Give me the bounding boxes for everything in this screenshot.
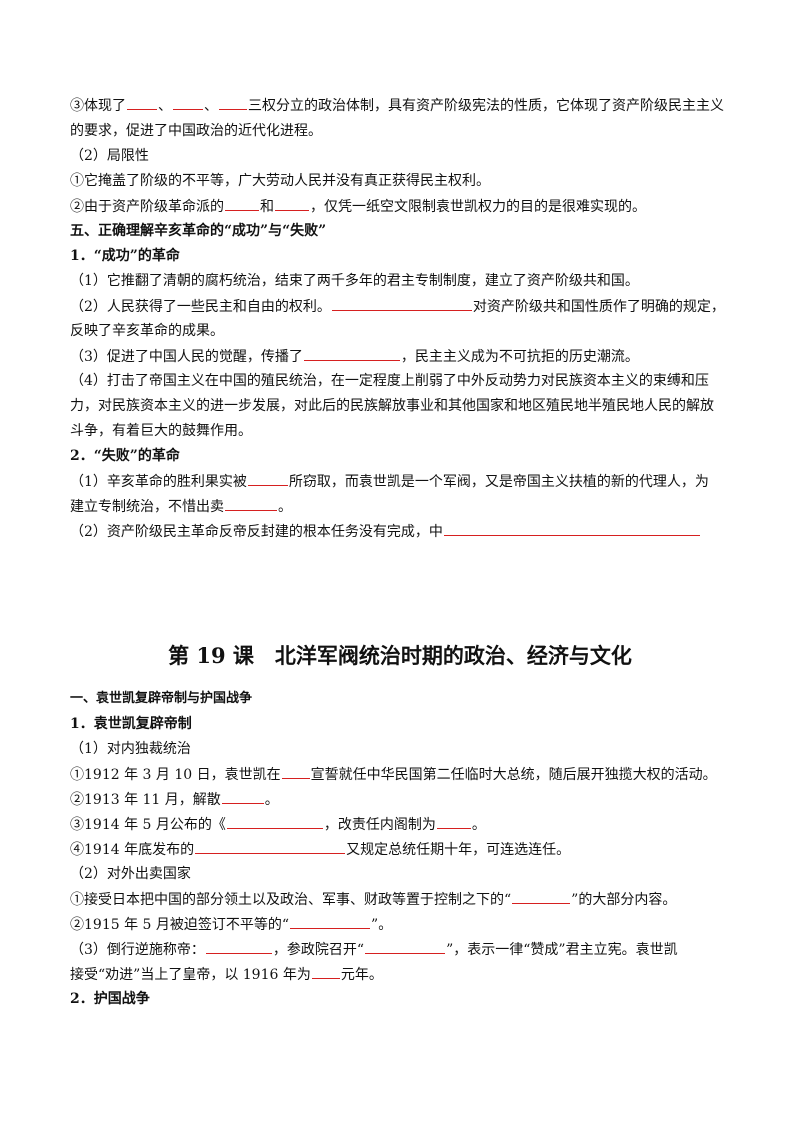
text: ①1912 年 3 月 10 日，袁世凯在 (70, 767, 281, 783)
text: 。 (264, 792, 279, 808)
fill-blank[interactable] (247, 471, 288, 486)
text-line: （2）对外出卖国家 (70, 866, 191, 882)
text-line: 的要求，促进了中国政治的近代化进程。 (70, 123, 322, 139)
text: 宣誓就任中华民国第二任临时大总统，随后展开独揽大权的活动。 (310, 767, 717, 783)
fill-blank[interactable] (281, 764, 310, 779)
fill-blank[interactable] (219, 95, 247, 110)
text: 所窃取，而袁世凯是一个军阀，又是帝国主义扶植的新的代理人，为 (288, 474, 709, 490)
text-line: ②由于资产阶级革命派的 和 ，仅凭一纸空文限制袁世凯权力的目的是很难实现的。 (70, 196, 734, 216)
text-line: （2）资产阶级民主革命反帝反封建的根本任务没有完成，中 (70, 521, 734, 541)
text: ③1914 年 5 月公布的《 (70, 817, 226, 833)
fill-blank[interactable] (205, 939, 272, 954)
text: ，参政院召开“ (272, 942, 365, 958)
fill-blank[interactable] (221, 789, 264, 804)
fill-blank[interactable] (225, 196, 259, 211)
text: 、 (204, 98, 218, 114)
text: ”的大部分内容。 (571, 892, 677, 908)
text: 。 (278, 499, 292, 515)
section-heading: 五、正确理解辛亥革命的“成功”与“失败” (70, 223, 327, 239)
text-line: ①接受日本把中国的部分领土以及政治、军事、财政等置于控制之下的“ ”的大部分内容。 (70, 889, 734, 909)
text-line: （4）打击了帝国主义在中国的殖民统治，在一定程度上削弱了中外反动势力对民族资本主… (70, 373, 709, 389)
text: 。 (471, 817, 486, 833)
text: 三权分立的政治体制，具有资产阶级宪法的性质，它体现了资产阶级民主主义 (248, 98, 724, 114)
text: 和 (260, 199, 274, 215)
fill-blank[interactable] (436, 814, 471, 829)
text: ，仅凭一纸空文限制袁世凯权力的目的是很难实现的。 (310, 199, 646, 215)
text: ②由于资产阶级革命派的 (70, 199, 224, 215)
text: ③体现了 (70, 98, 126, 114)
fill-blank[interactable] (127, 95, 157, 110)
text: ，民主主义成为不可抗拒的历史潮流。 (400, 349, 639, 365)
text-line: （3）倒行逆施称帝： ，参政院召开“ ”，表示一律“赞成”君主立宪。袁世凯 (70, 939, 734, 959)
text-line: 建立专制统治，不惜出卖 。 (70, 496, 734, 516)
text-line: （2）局限性 (70, 148, 149, 164)
fill-blank[interactable] (226, 814, 323, 829)
fill-blank[interactable] (331, 296, 472, 311)
fill-blank[interactable] (443, 521, 700, 536)
text: 又规定总统任期十年，可连选连任。 (346, 842, 571, 858)
text-line: ③体现了 、 、 三权分立的政治体制，具有资产阶级宪法的性质，它体现了资产阶级民主主义 (70, 95, 734, 115)
subsection-heading: 2．“失败”的革命 (70, 448, 180, 464)
text-line: ①1912 年 3 月 10 日，袁世凯在 宣誓就任中华民国第二任临时大总统，随后… (70, 764, 734, 784)
fill-blank[interactable] (225, 496, 277, 511)
fill-blank[interactable] (311, 964, 340, 979)
text-line: 反映了辛亥革命的成果。 (70, 323, 224, 339)
text: ①接受日本把中国的部分领土以及政治、军事、财政等置于控制之下的“ (70, 892, 512, 908)
subsection-heading: 1．袁世凯复辟帝制 (70, 716, 192, 732)
text: ，改责任内阁制为 (323, 817, 436, 833)
text-line: （1）它推翻了清朝的腐朽统治，结束了两千多年的君主专制制度，建立了资产阶级共和国… (70, 273, 639, 289)
text: ②1915 年 5 月被迫签订不平等的“ (70, 917, 290, 933)
text: 接受“劝进”当上了皇帝，以 1916 年为 (70, 967, 311, 983)
text: （1）辛亥革命的胜利果实被 (70, 474, 247, 490)
text: ②1913 年 11 月，解散 (70, 792, 221, 808)
text-line: ①它掩盖了阶级的不平等，广大劳动人民并没有真正获得民主权利。 (70, 173, 490, 189)
text-line: （1）辛亥革命的胜利果实被 所窃取，而袁世凯是一个军阀，又是帝国主义扶植的新的代理… (70, 471, 734, 491)
fill-blank[interactable] (195, 839, 346, 854)
text: ”，表示一律“赞成”君主立宪。袁世凯 (446, 942, 678, 958)
text: 、 (158, 98, 172, 114)
subsection-heading: 2．护国战争 (70, 991, 150, 1007)
subsection-heading: 1．“成功”的革命 (70, 248, 180, 264)
text-line: （1）对内独裁统治 (70, 741, 191, 757)
text-line: 力，对民族资本主义的进一步发展，对此后的民族解放事业和其他国家和地区殖民地半殖民… (70, 398, 714, 414)
text: （3）促进了中国人民的觉醒，传播了 (70, 349, 303, 365)
fill-blank[interactable] (290, 914, 371, 929)
section-heading: 一、袁世凯复辟帝制与护国战争 (70, 691, 253, 706)
text-line: （3）促进了中国人民的觉醒，传播了 ，民主主义成为不可抗拒的历史潮流。 (70, 346, 734, 366)
lesson-title: 第 19 课 北洋军阀统治时期的政治、经济与文化 (168, 643, 632, 668)
text-line: ②1913 年 11 月，解散 。 (70, 789, 734, 809)
text-line: ③1914 年 5 月公布的《 ，改责任内阁制为 。 (70, 814, 734, 834)
fill-blank[interactable] (173, 95, 203, 110)
text-line: 接受“劝进”当上了皇帝，以 1916 年为 元年。 (70, 964, 734, 984)
text: （3）倒行逆施称帝： (70, 942, 205, 958)
text: ④1914 年底发布的 (70, 842, 195, 858)
text-line: ②1915 年 5 月被迫签订不平等的“ ”。 (70, 914, 734, 934)
text: 对资产阶级共和国性质作了明确的规定， (472, 299, 725, 315)
text: ”。 (371, 917, 393, 933)
text-line: 斗争，有着巨大的鼓舞作用。 (70, 423, 252, 439)
text: 建立专制统治，不惜出卖 (70, 499, 224, 515)
fill-blank[interactable] (275, 196, 309, 211)
fill-blank[interactable] (365, 939, 446, 954)
fill-blank[interactable] (512, 889, 571, 904)
text-line: （2）人民获得了一些民主和自由的权利。 对资产阶级共和国性质作了明确的规定， (70, 296, 734, 316)
text: （2）资产阶级民主革命反帝反封建的根本任务没有完成，中 (70, 524, 443, 540)
text: （2）人民获得了一些民主和自由的权利。 (70, 299, 331, 315)
text-line: ④1914 年底发布的 又规定总统任期十年，可连选连任。 (70, 839, 734, 859)
text: 元年。 (340, 967, 383, 983)
fill-blank[interactable] (303, 346, 400, 361)
